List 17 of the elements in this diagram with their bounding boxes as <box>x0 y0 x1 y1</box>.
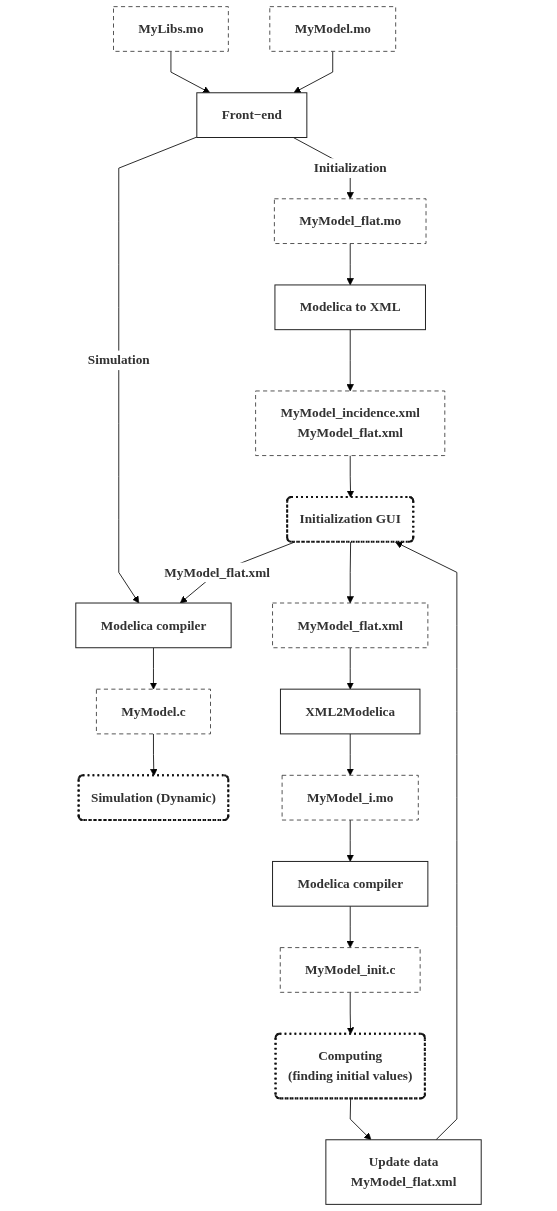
node-box: MyModel.c <box>96 688 211 735</box>
edge-label: MyModel_flat.xml <box>164 564 270 579</box>
node-box: MyModel.mo <box>269 6 397 52</box>
node-box: Modelica compiler <box>272 860 429 907</box>
node-box: Front−end <box>196 92 308 138</box>
edge-label: Initialization <box>313 160 387 175</box>
node-box: MyModel_incidence.xml MyModel_flat.xml <box>255 390 446 456</box>
node-box: MyModel_flat.xml <box>272 602 429 649</box>
node-box: MyLibs.mo <box>113 6 229 52</box>
node-box: Modelica to XML <box>274 284 426 331</box>
node-box: XML2Modelica <box>279 688 421 735</box>
node-box: MyModel_flat.mo <box>273 198 427 244</box>
edge-label: Simulation <box>87 352 150 367</box>
node-box: MyModel_i.mo <box>281 774 419 821</box>
node-box: MyModel_init.c <box>279 947 421 993</box>
node-box: Update data MyModel_flat.xml <box>325 1139 482 1205</box>
node-box: Modelica compiler <box>75 602 232 649</box>
